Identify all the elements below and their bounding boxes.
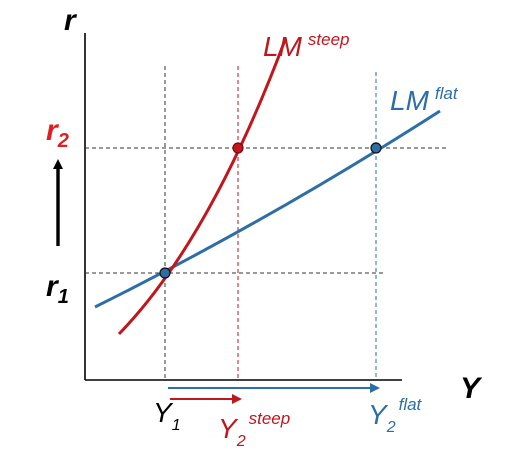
equilibrium-point-1 bbox=[159, 267, 171, 279]
x-axis-label: Y bbox=[460, 372, 483, 405]
point-steep bbox=[232, 142, 244, 154]
y-axis-label: r bbox=[64, 4, 78, 37]
point-flat bbox=[370, 142, 382, 154]
r1-label: r1 bbox=[46, 270, 69, 308]
y2-flat-label: Y2flat bbox=[368, 395, 423, 436]
lm-steep-curve bbox=[117, 39, 287, 336]
r2-label: r2 bbox=[46, 114, 69, 152]
y1-label: Y1 bbox=[153, 397, 181, 434]
lm-flat-curve bbox=[94, 109, 441, 309]
y2-steep-label: Y2steep bbox=[218, 409, 290, 450]
